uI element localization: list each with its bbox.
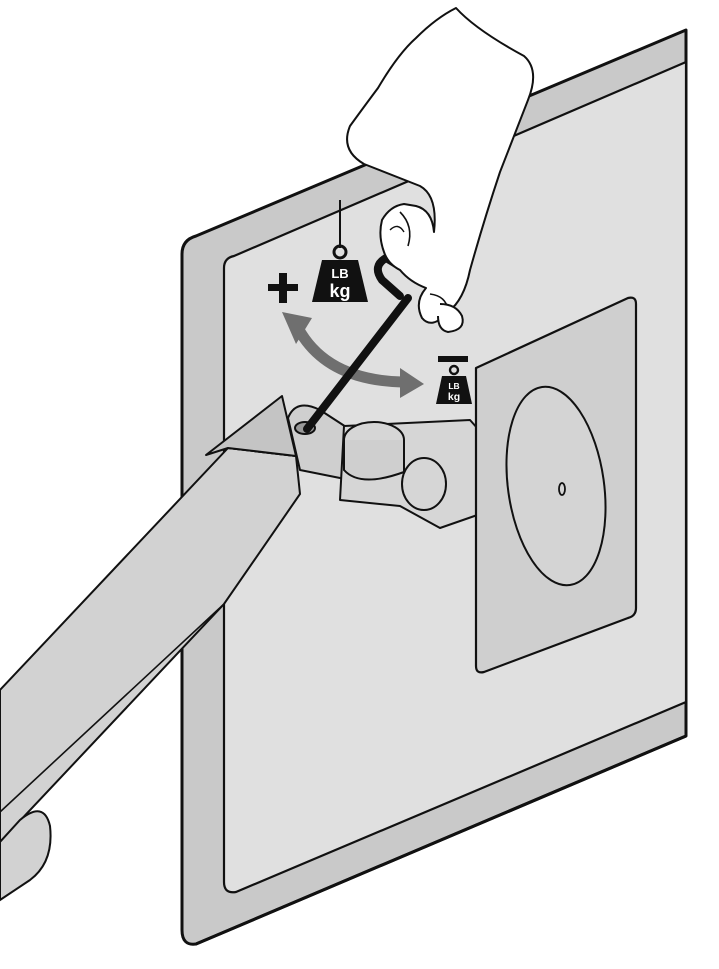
hand-icon: [346, 7, 535, 334]
support-arm: [0, 395, 302, 902]
tilt-head: [287, 404, 487, 529]
small-weight-label-kg: kg: [448, 391, 460, 403]
large-weight-label-kg: kg: [329, 281, 350, 301]
weight-icon: LB kg: [312, 200, 368, 302]
minus-icon: [438, 356, 468, 362]
small-weight-label-lb: LB: [448, 381, 459, 391]
weight-icon: LB kg: [436, 364, 472, 404]
vesa-mount-plate: [474, 296, 638, 674]
plus-icon: [268, 273, 298, 303]
curved-double-arrow-icon: [282, 312, 424, 398]
large-weight-label-lb: LB: [331, 266, 348, 281]
